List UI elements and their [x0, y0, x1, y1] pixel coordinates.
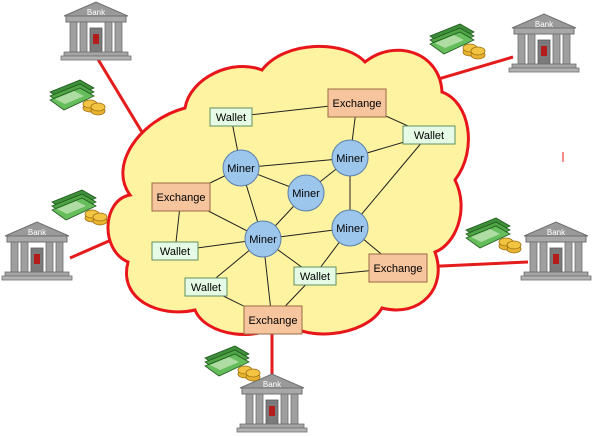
- miner-node-bottom: Miner: [244, 220, 282, 258]
- bank-label: Bank: [547, 228, 566, 237]
- money-stack-icon: [465, 217, 522, 254]
- wallet-node-bottom-mid: Wallet: [293, 266, 337, 286]
- bank-icon: Bank: [508, 13, 580, 73]
- bank-label: Bank: [28, 228, 47, 237]
- miner-node-right: Miner: [331, 209, 369, 247]
- bank-label: Bank: [535, 20, 554, 29]
- exchange-label: Exchange: [374, 263, 423, 275]
- miner-label: Miner: [249, 234, 277, 246]
- money-stack-icon: [429, 23, 486, 60]
- miner-label: Miner: [336, 153, 364, 165]
- bank-label: Bank: [87, 8, 106, 17]
- miner-node-top-right: Miner: [331, 139, 369, 177]
- wallet-node-left: Wallet: [151, 241, 199, 261]
- miner-node-left: Miner: [222, 149, 260, 187]
- bank-icon: Bank: [520, 221, 592, 281]
- miner-node-center: Miner: [287, 174, 325, 212]
- exchange-node-bottom: Exchange: [243, 305, 303, 335]
- money-stack-icon: [49, 79, 106, 116]
- wallet-label: Wallet: [191, 282, 221, 294]
- miner-label: Miner: [292, 188, 320, 200]
- bank-label: Bank: [263, 380, 282, 389]
- wallet-node-bottom-left: Wallet: [184, 277, 228, 297]
- money-stack-icon: [204, 345, 261, 382]
- money-stack-icon: [51, 189, 108, 226]
- exchange-node-top: Exchange: [327, 88, 387, 118]
- exchange-label: Exchange: [157, 192, 206, 204]
- wallet-label: Wallet: [160, 246, 190, 258]
- link: [349, 134, 429, 229]
- wallet-label: Wallet: [300, 271, 330, 283]
- exchange-label: Exchange: [333, 98, 382, 110]
- miner-label: Miner: [227, 163, 255, 175]
- exchange-node-right: Exchange: [368, 253, 428, 283]
- bank-icon: Bank: [60, 1, 132, 61]
- bank-icon: Bank: [236, 373, 308, 433]
- bank-icon: Bank: [1, 221, 73, 281]
- wallet-node-top-right: Wallet: [402, 125, 456, 145]
- exchange-node-left: Exchange: [151, 182, 211, 212]
- wallet-label: Wallet: [216, 112, 246, 124]
- exchange-label: Exchange: [249, 315, 298, 327]
- wallet-label: Wallet: [414, 130, 444, 142]
- wallet-node-top: Wallet: [209, 107, 253, 127]
- miner-label: Miner: [336, 223, 364, 235]
